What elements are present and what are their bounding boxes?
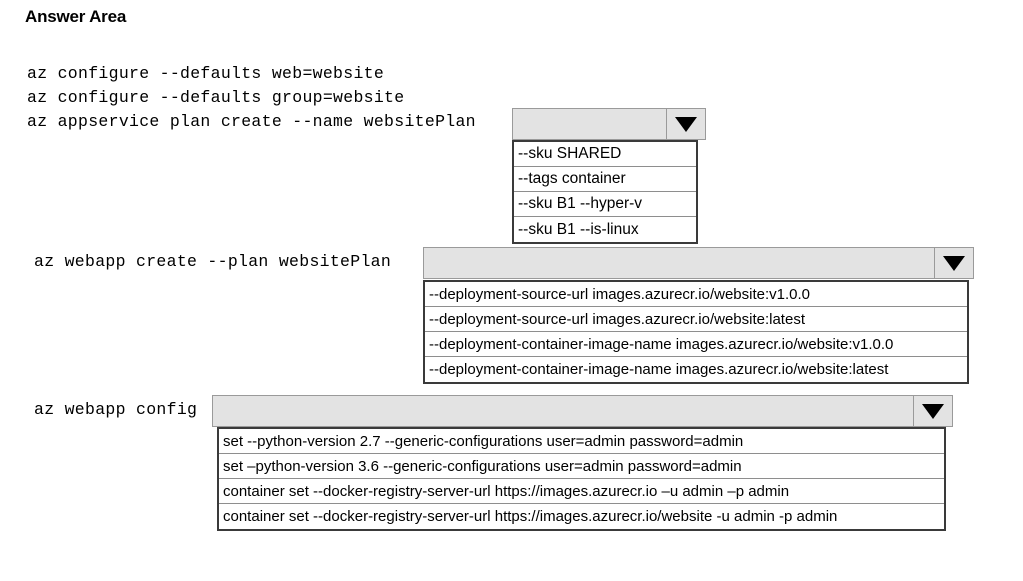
dropdown-webapp-config-value xyxy=(213,396,913,426)
command-line-2: az configure --defaults group=website xyxy=(27,88,405,107)
dropdown-webapp-create-toggle[interactable] xyxy=(934,248,973,278)
list-item[interactable]: --sku SHARED xyxy=(514,142,696,167)
list-item[interactable]: --tags container xyxy=(514,167,696,192)
list-item[interactable]: --deployment-container-image-name images… xyxy=(425,357,967,382)
chevron-down-icon xyxy=(675,116,697,132)
list-item[interactable]: --deployment-source-url images.azurecr.i… xyxy=(425,307,967,332)
command-line-5: az webapp config xyxy=(34,400,198,419)
list-item[interactable]: set --python-version 2.7 --generic-confi… xyxy=(219,429,944,454)
dropdown-appservice-plan-toggle[interactable] xyxy=(666,109,705,139)
list-item[interactable]: container set --docker-registry-server-u… xyxy=(219,504,944,529)
list-item[interactable]: set –python-version 3.6 --generic-config… xyxy=(219,454,944,479)
list-item[interactable]: container set --docker-registry-server-u… xyxy=(219,479,944,504)
dropdown-appservice-plan-value xyxy=(513,109,666,139)
dropdown-webapp-create-option[interactable] xyxy=(423,247,974,279)
command-line-4: az webapp create --plan websitePlan xyxy=(34,252,392,271)
option-list-appservice-plan: --sku SHARED --tags container --sku B1 -… xyxy=(512,140,698,244)
option-list-webapp-create: --deployment-source-url images.azurecr.i… xyxy=(423,280,969,384)
dropdown-webapp-config-option[interactable] xyxy=(212,395,953,427)
list-item[interactable]: --deployment-container-image-name images… xyxy=(425,332,967,357)
option-list-webapp-config: set --python-version 2.7 --generic-confi… xyxy=(217,427,946,531)
dropdown-webapp-config-toggle[interactable] xyxy=(913,396,952,426)
chevron-down-icon xyxy=(922,403,944,419)
command-line-3: az appservice plan create --name website… xyxy=(27,112,476,131)
dropdown-webapp-create-value xyxy=(424,248,934,278)
list-item[interactable]: --sku B1 --hyper-v xyxy=(514,192,696,217)
command-line-1: az configure --defaults web=website xyxy=(27,64,385,83)
page-title: Answer Area xyxy=(25,7,127,26)
dropdown-appservice-plan-option[interactable] xyxy=(512,108,706,140)
chevron-down-icon xyxy=(943,255,965,271)
list-item[interactable]: --deployment-source-url images.azurecr.i… xyxy=(425,282,967,307)
list-item[interactable]: --sku B1 --is-linux xyxy=(514,217,696,242)
